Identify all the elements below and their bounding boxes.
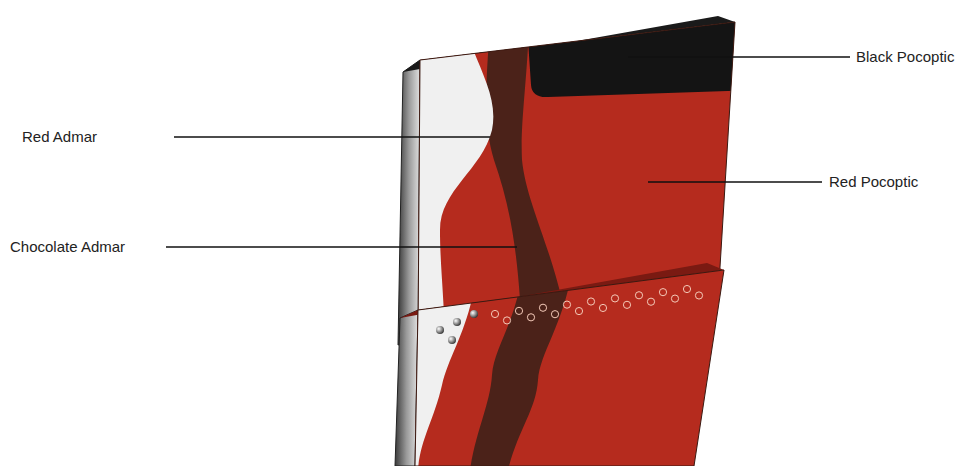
layer-label: Red Pocoptic [829, 173, 918, 191]
lower-block [395, 250, 740, 466]
layer-label: Chocolate Admar [10, 238, 125, 256]
side-face [398, 60, 420, 345]
side-face [395, 310, 418, 466]
layer-label: Red Admar [22, 128, 97, 146]
pore-dots [491, 285, 702, 324]
leader-lines [166, 57, 850, 247]
layer-label: Black Pocoptic [856, 48, 954, 66]
chocolate-admar [400, 250, 575, 466]
white-layer [400, 250, 478, 466]
red-admar [400, 250, 525, 466]
